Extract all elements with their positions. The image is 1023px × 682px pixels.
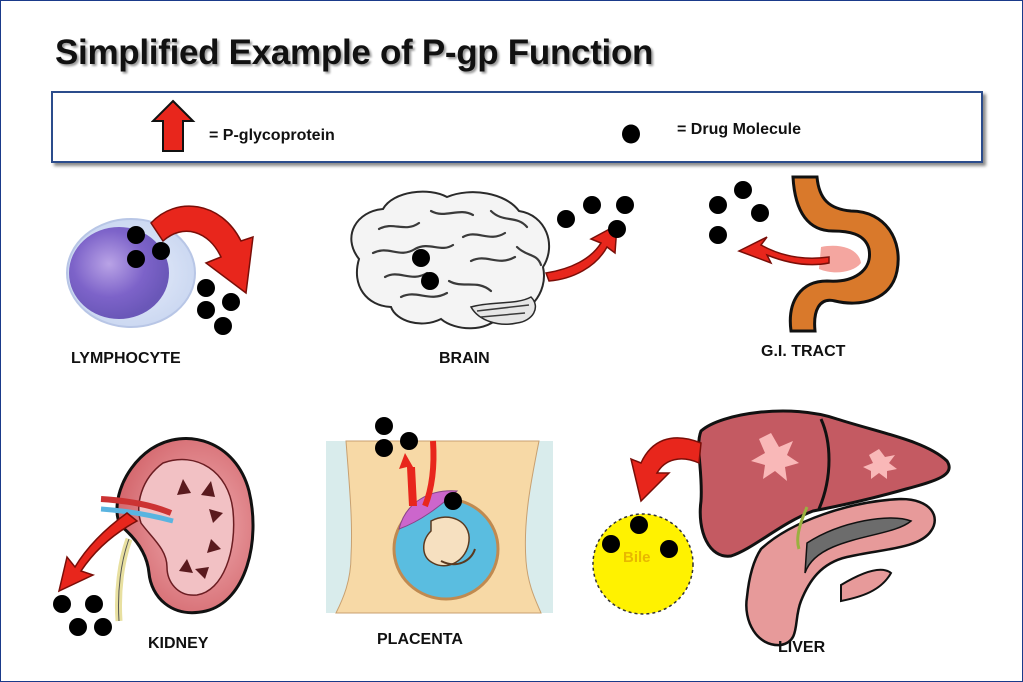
lymphocyte-illustration [66, 205, 254, 335]
liver-label: LIVER [778, 639, 826, 656]
gi-tract-label: G.I. TRACT [761, 343, 846, 360]
liver-illustration [592, 409, 951, 647]
placenta-illustration [326, 417, 553, 614]
brain-illustration [350, 190, 634, 330]
bile-label: Bile [623, 549, 651, 566]
lymphocyte-label: LYMPHOCYTE [71, 350, 181, 367]
gi-tract-illustration [709, 175, 900, 333]
drug-legend-label: = Drug Molecule [677, 121, 802, 138]
legend-box: = P-glycoprotein = Drug Molecule [51, 91, 983, 163]
brain-label: BRAIN [439, 350, 490, 367]
kidney-label: KIDNEY [148, 635, 209, 652]
pgp-legend-label: = P-glycoprotein [209, 127, 335, 144]
drug-molecule-icon [622, 124, 640, 144]
page-title: Simplified Example of P-gp Function [55, 33, 654, 72]
placenta-label: PLACENTA [377, 631, 463, 648]
pgp-arrow-icon [151, 99, 196, 152]
kidney-illustration [53, 436, 255, 636]
